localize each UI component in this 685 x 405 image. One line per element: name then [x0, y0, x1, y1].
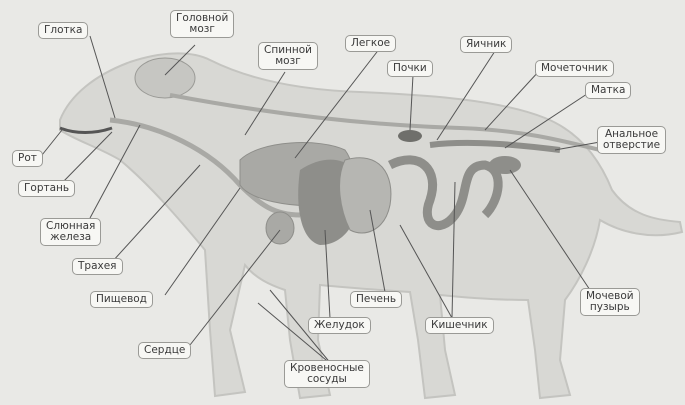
label-serdtse: Сердце [138, 342, 191, 359]
label-traheya: Трахея [72, 258, 123, 275]
label-krovenosnye-sosudy: Кровеносные сосуды [284, 360, 370, 388]
label-kishechnik: Кишечник [425, 317, 494, 334]
label-pochki: Почки [387, 60, 433, 77]
label-pechen: Печень [350, 291, 402, 308]
stomach-organ [340, 158, 391, 233]
label-pishchevod: Пищевод [90, 291, 153, 308]
kidney-organ [398, 130, 422, 142]
bladder-organ [489, 156, 521, 174]
label-yaichnik: Яичник [460, 36, 512, 53]
label-glotka: Глотка [38, 22, 88, 39]
label-rot: Рот [12, 150, 43, 167]
label-mochevoy-puzyr: Мочевой пузырь [580, 288, 640, 316]
label-golovnoy-mozg: Головной мозг [170, 10, 234, 38]
label-mochetochnik: Мочеточник [535, 60, 614, 77]
label-zheludok: Желудок [308, 317, 371, 334]
heart-organ [266, 212, 294, 244]
label-slyunnaya-zheleza: Слюнная железа [40, 218, 101, 246]
label-legkoe: Легкое [345, 35, 396, 52]
label-spinnoy-mozg: Спинной мозг [258, 42, 318, 70]
label-matka: Матка [585, 82, 631, 99]
label-gortan: Гортань [18, 180, 75, 197]
brain-organ [135, 58, 195, 98]
label-analnoe-otverstie: Анальное отверстие [597, 126, 666, 154]
